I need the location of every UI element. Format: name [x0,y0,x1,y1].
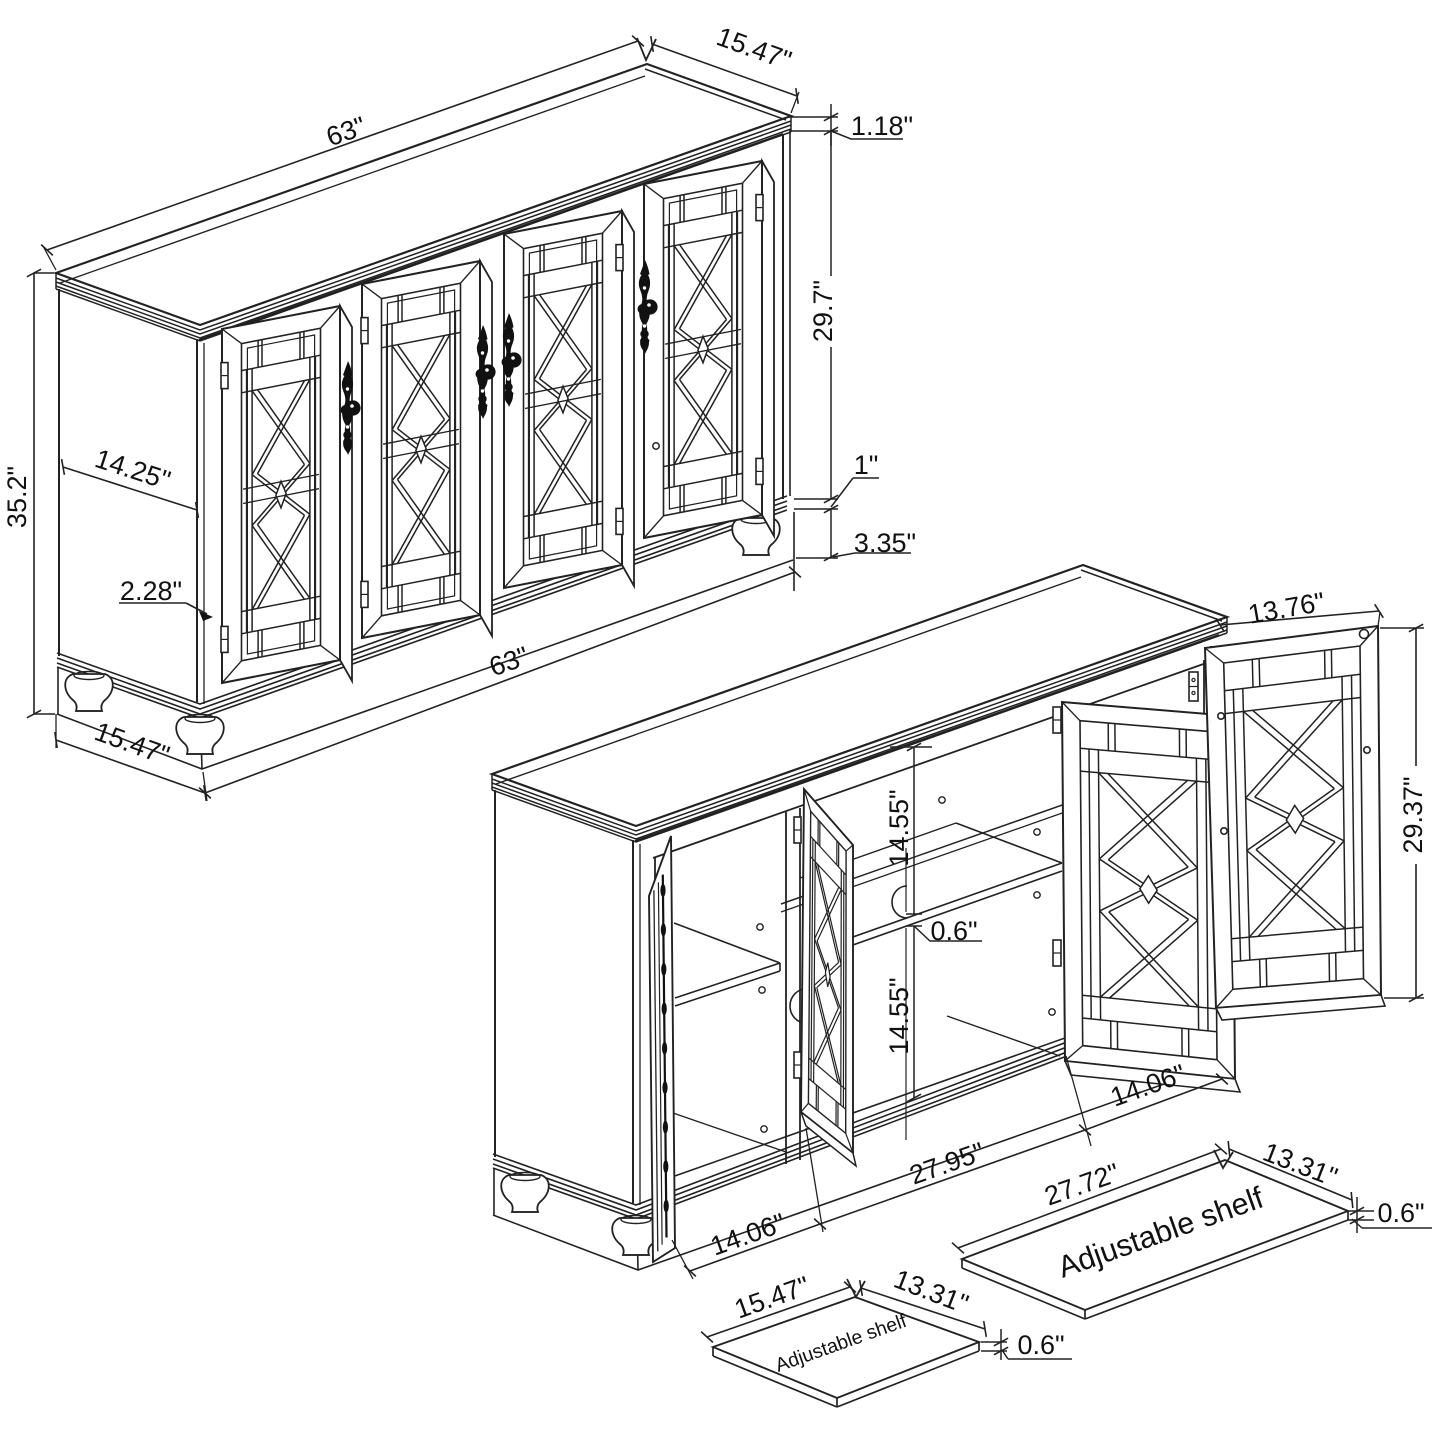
svg-text:1": 1" [854,450,879,480]
svg-text:29.37": 29.37" [1398,776,1428,853]
svg-text:1.18": 1.18" [851,111,913,141]
svg-text:35.2": 35.2" [2,466,32,528]
svg-text:0.6": 0.6" [1377,1198,1424,1228]
svg-text:2.28": 2.28" [120,576,182,606]
svg-text:14.55": 14.55" [884,789,914,866]
svg-text:0.6": 0.6" [930,916,977,946]
svg-text:3.35": 3.35" [854,528,916,558]
svg-text:14.55": 14.55" [884,977,914,1054]
svg-text:0.6": 0.6" [1017,1330,1064,1360]
svg-text:29.7": 29.7" [808,280,838,342]
